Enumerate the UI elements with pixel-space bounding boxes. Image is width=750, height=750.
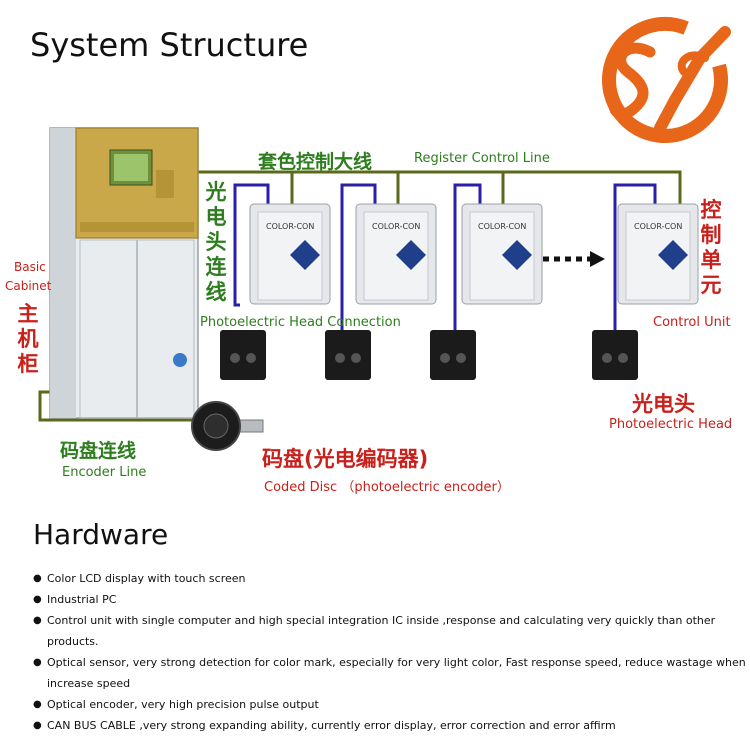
control-unit (355, 203, 437, 305)
register-control-line-cn: 套色控制大线 (258, 151, 373, 173)
register-control-line (196, 170, 682, 204)
unit-brand-label: COLOR-CON (478, 222, 527, 231)
encoder-line (38, 390, 205, 422)
unit-brand-label: COLOR-CON (372, 222, 421, 231)
hardware-item: ● Control unit with single computer and h… (30, 610, 750, 652)
photoelectric-head (220, 330, 266, 380)
control-unit-en: Control Unit (653, 315, 731, 330)
control-unit (249, 203, 331, 305)
control-unit (617, 203, 699, 305)
photoelectric-head-connection-cn: 光电头连线 (205, 180, 227, 304)
photoelectric-head (325, 330, 371, 380)
basic-cabinet (49, 127, 199, 419)
photoelectric-head (430, 330, 476, 380)
hardware-item-text: Control unit with single computer and hi… (47, 614, 716, 648)
bullet-icon: ● (33, 657, 42, 668)
basic-cabinet-en-line1: Basic (14, 260, 46, 274)
register-control-line-en: Register Control Line (414, 151, 550, 166)
coded-disc-cn: 码盘(光电编码器) (262, 447, 429, 471)
unit-brand-label: COLOR-CON (634, 222, 683, 231)
photoelectric-head-connection-lines (233, 183, 657, 330)
hardware-item: ● Industrial PC (30, 589, 750, 610)
hardware-item: ● Color LCD display with touch screen (30, 568, 750, 589)
encoder (191, 401, 264, 451)
hardware-item-text: Optical encoder, very high precision pul… (47, 698, 319, 711)
control-unit (461, 203, 543, 305)
photoelectric-head (592, 330, 638, 380)
bullet-icon: ● (33, 594, 42, 605)
control-unit-cn: 控制单元 (700, 198, 722, 297)
system-structure-diagram (38, 17, 731, 451)
bullet-icon: ● (33, 573, 42, 584)
hardware-list: ● Color LCD display with touch screen ● In… (30, 568, 750, 736)
basic-cabinet-en-line2: Cabinet (5, 279, 52, 293)
unit-brand-label: COLOR-CON (266, 222, 315, 231)
hardware-item: ● CAN BUS CABLE ,very strong expanding ab… (30, 715, 750, 736)
photoelectric-head-connection-en: Photoelectric Head Connection (200, 315, 401, 330)
hardware-item-text: Industrial PC (47, 593, 117, 606)
photoelectric-head-en: Photoelectric Head (609, 417, 733, 432)
hardware-heading: Hardware (33, 518, 169, 551)
system-structure-heading: System Structure (30, 26, 309, 64)
encoder-line-en: Encoder Line (62, 465, 147, 480)
hardware-item-text: CAN BUS CABLE ,very strong expanding abi… (47, 719, 616, 732)
bullet-icon: ● (33, 615, 42, 626)
basic-cabinet-cn: 主机柜 (17, 302, 39, 376)
hardware-item-text: Optical sensor, very strong detection fo… (47, 656, 746, 690)
bullet-icon: ● (33, 720, 42, 731)
coded-disc-en: Coded Disc （photoelectric encoder） (264, 480, 510, 495)
bullet-icon: ● (33, 699, 42, 710)
photoelectric-head-cn: 光电头 (632, 392, 695, 416)
hardware-item-text: Color LCD display with touch screen (47, 572, 246, 585)
dotted-right-arrow (543, 251, 605, 267)
company-logo (602, 17, 731, 143)
encoder-line-cn: 码盘连线 (60, 440, 137, 462)
hardware-item: ● Optical sensor, very strong detection f… (30, 652, 750, 694)
hardware-item: ● Optical encoder, very high precision pu… (30, 694, 750, 715)
